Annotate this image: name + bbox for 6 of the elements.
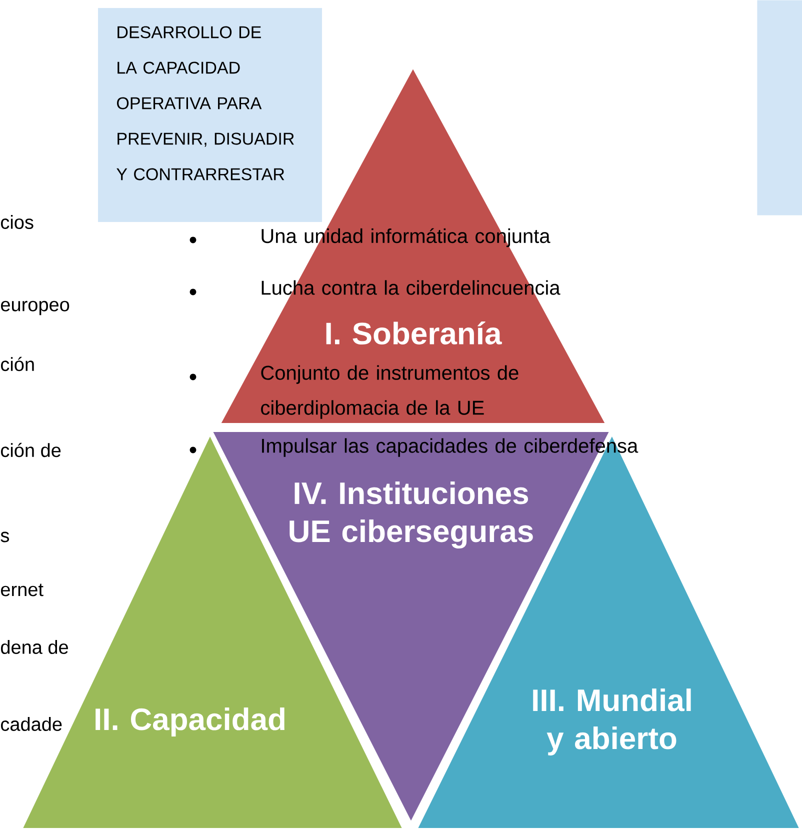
label: europeo <box>1 300 70 316</box>
label: cios <box>1 215 34 229</box>
box <box>757 0 802 216</box>
bullet-item: Conjunto de instrumentos de ciberdiplomacia de la UE <box>190 365 518 419</box>
label: ción <box>1 356 34 372</box>
text-box: DESARROLLO DE LA CAPACIDAD OPERATIVA PARA PREVENIR, DISUADIR Y CONTRARRESTAR <box>98 8 322 222</box>
